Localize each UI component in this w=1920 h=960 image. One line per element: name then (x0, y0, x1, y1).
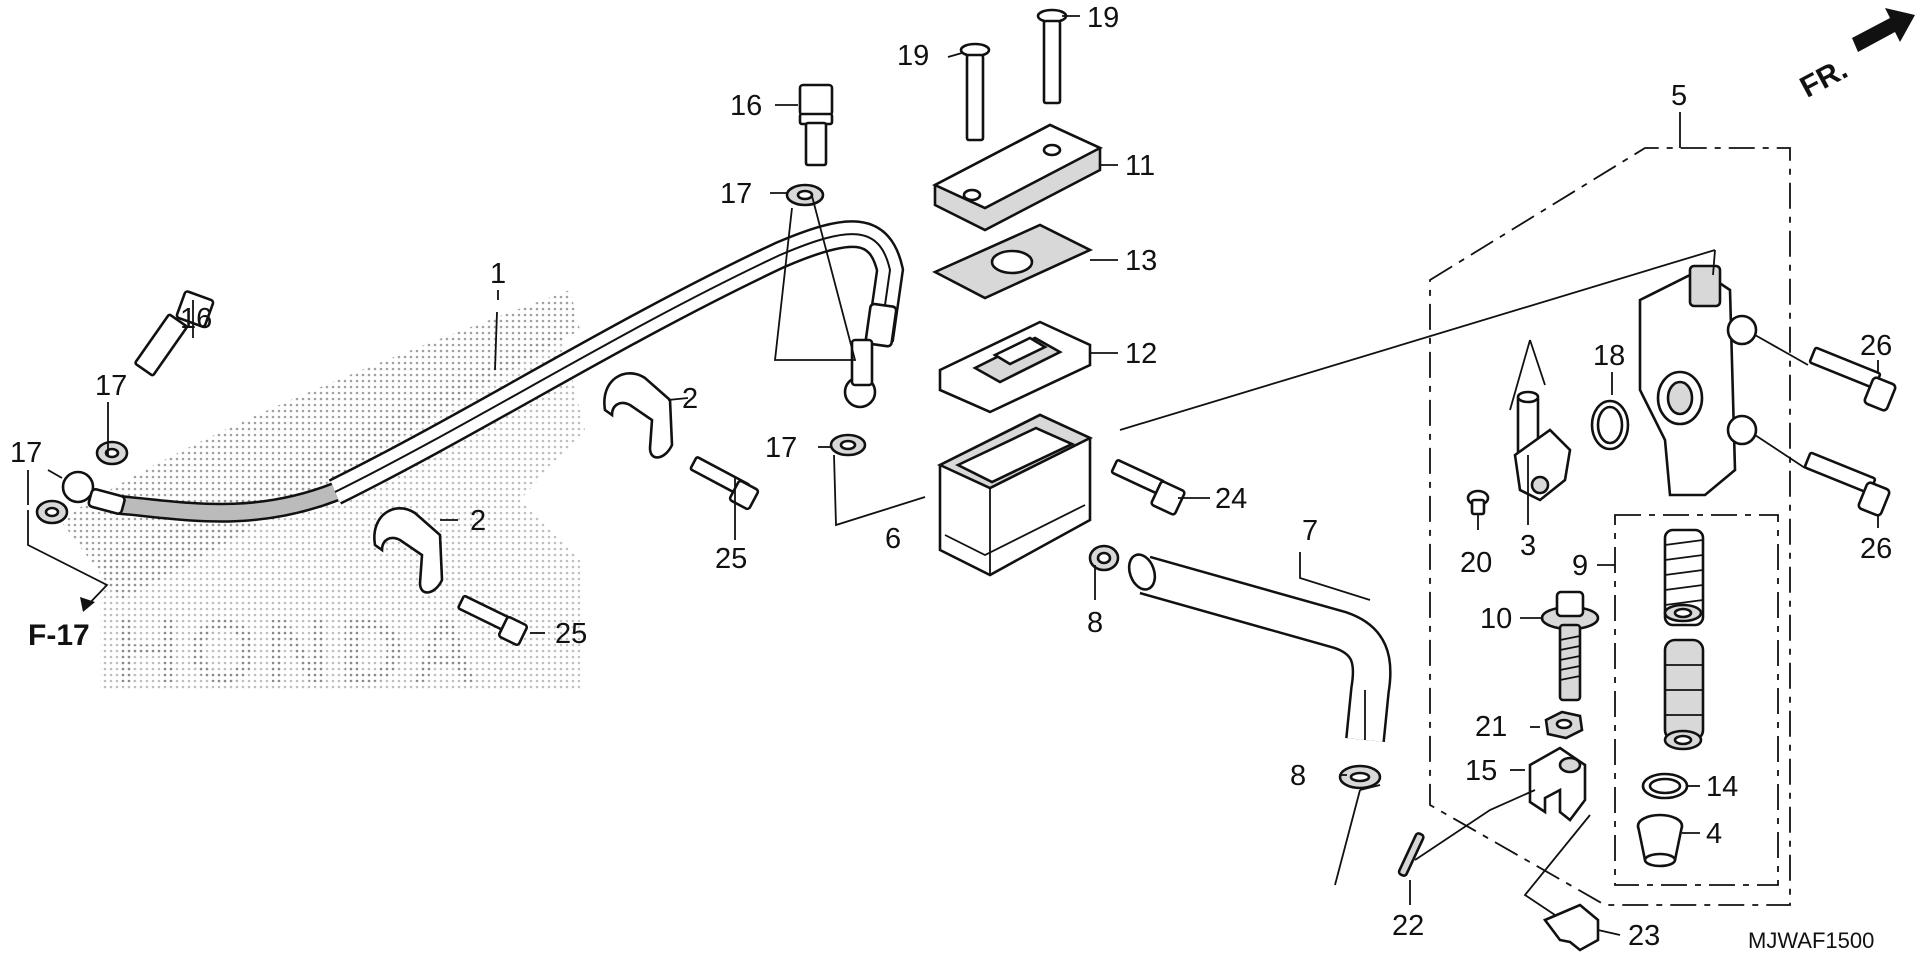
reservoir-hose-7 (1127, 553, 1392, 742)
bolt-25-lower (457, 594, 528, 646)
washer-17-top (785, 183, 825, 207)
leader-washer-mid (833, 454, 926, 527)
boot-4 (1636, 813, 1684, 868)
callout-26-upper: 26 (1860, 330, 1892, 362)
callout-8-lower: 8 (1290, 760, 1306, 792)
diagram-code: MJWAF1500 (1748, 928, 1874, 953)
callout-25-lower: 25 (555, 618, 587, 650)
reservoir-body-6 (936, 413, 1094, 577)
f17-arrowhead (80, 597, 95, 612)
leader-26-lower (1754, 434, 1806, 469)
reservoir-cap-11 (932, 123, 1103, 232)
callout-19-left: 19 (897, 40, 929, 72)
callout-13: 13 (1125, 245, 1157, 277)
callout-5: 5 (1671, 80, 1687, 112)
callout-8-upper: 8 (1087, 607, 1103, 639)
callout-10: 10 (1480, 603, 1512, 635)
kit-box-9 (1614, 514, 1779, 886)
honda-watermark: HONDA (115, 602, 485, 702)
callout-1: 1 (490, 258, 506, 290)
direction-label: FR. (1795, 53, 1853, 105)
callout-11: 11 (1125, 150, 1155, 182)
callout-17-b: 17 (10, 437, 42, 469)
bolt-16-top (798, 83, 834, 167)
callout-14: 14 (1706, 771, 1738, 803)
cotter-pin-22 (1397, 832, 1425, 877)
washer-17-a (95, 440, 129, 466)
front-arrow-icon (1852, 8, 1915, 52)
callout-21: 21 (1475, 711, 1507, 743)
bolt-26-upper (1808, 346, 1897, 412)
joint-pin-23 (1542, 903, 1600, 952)
nut-21 (1544, 710, 1584, 740)
callout-22: 22 (1392, 910, 1424, 942)
callout-4: 4 (1706, 818, 1722, 850)
bolt-24 (1110, 459, 1186, 516)
master-cylinder-assembly-box (1429, 147, 1791, 906)
push-rod-10 (1540, 590, 1600, 702)
callout-7: 7 (1302, 515, 1318, 547)
leader-mc-body (1119, 249, 1716, 431)
spring-9 (1663, 528, 1705, 627)
leader-washers-top (773, 195, 857, 361)
leader-23 (1523, 814, 1591, 916)
callout-15: 15 (1465, 755, 1497, 787)
callout-2-upper: 2 (682, 383, 698, 415)
piston-9 (1663, 638, 1705, 742)
callout-23: 23 (1628, 920, 1660, 952)
callout-3: 3 (1520, 530, 1536, 562)
leader-22 (1414, 789, 1536, 861)
screw-20 (1466, 489, 1490, 516)
washer-17-mid (829, 433, 867, 457)
bolt-19-right (1036, 8, 1068, 105)
joint-3 (1513, 390, 1572, 502)
callout-17-a: 17 (95, 370, 127, 402)
callout-18: 18 (1593, 340, 1625, 372)
brake-hose (47, 220, 905, 523)
callout-16-left: 16 (180, 303, 212, 335)
callout-24: 24 (1215, 483, 1247, 515)
bolt-26-lower (1803, 451, 1891, 517)
seal-9 (1663, 729, 1703, 751)
callout-6: 6 (885, 523, 901, 555)
bolt-19-left (959, 42, 991, 142)
master-cylinder-body (1638, 264, 1758, 497)
callout-17-top: 17 (720, 178, 752, 210)
leader-f17 (27, 510, 109, 611)
callout-2-lower: 2 (470, 505, 486, 537)
callout-16-top: 16 (730, 90, 762, 122)
callout-20: 20 (1460, 547, 1492, 579)
bolt-16-left (134, 290, 215, 377)
circlip-14 (1641, 772, 1689, 800)
callout-leaders (27, 15, 1879, 936)
hose-clamp-lower (373, 507, 444, 594)
callout-12: 12 (1125, 338, 1157, 370)
clip-8-lower (1338, 764, 1382, 790)
bolt-25-upper (689, 456, 760, 511)
callout-25-upper: 25 (715, 543, 747, 575)
cup-9 (1663, 603, 1703, 623)
reference-f17: F-17 (28, 619, 90, 652)
hose-clamp-upper (603, 372, 674, 459)
callout-17-mid: 17 (765, 432, 797, 464)
callout-9: 9 (1572, 550, 1588, 582)
callout-labels: 1 2 2 3 4 5 6 7 8 8 9 10 11 12 13 14 15 … (10, 2, 1892, 952)
leader-26-upper (1754, 334, 1809, 366)
diaphragm-12 (938, 320, 1092, 414)
callout-26-lower: 26 (1860, 533, 1892, 565)
leader-3 (1509, 339, 1546, 411)
diaphragm-plate-13 (932, 223, 1094, 300)
washer-17-b (35, 499, 69, 525)
callout-19-right: 19 (1087, 2, 1119, 34)
clip-8-upper (1088, 544, 1120, 572)
o-ring-18 (1590, 399, 1630, 451)
clevis-15 (1528, 746, 1587, 822)
